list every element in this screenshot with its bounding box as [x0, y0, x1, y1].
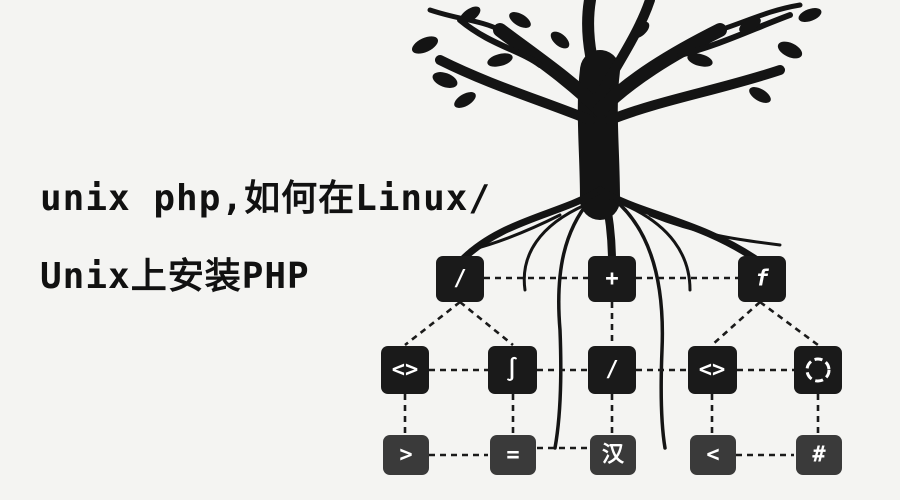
svg-text:<>: <> — [699, 358, 726, 383]
node-mid-2: ∫ — [488, 346, 537, 394]
node-bottom-3: 汉 — [590, 435, 636, 475]
node-mid-3: / — [588, 346, 636, 394]
node-bottom-5: # — [796, 435, 842, 475]
tree-leaves — [411, 6, 822, 108]
node-top-1: / — [436, 256, 484, 302]
svg-text:=: = — [506, 443, 519, 468]
svg-text:汉: 汉 — [602, 443, 625, 468]
title-line-1: unix php,如何在Linux/ — [40, 178, 492, 219]
flowchart-connectors — [403, 276, 820, 457]
node-bottom-2: = — [490, 435, 536, 475]
svg-text:>: > — [399, 443, 412, 468]
tree-roots — [456, 186, 782, 450]
svg-text:/: / — [605, 358, 618, 383]
node-top-3: f — [738, 256, 786, 302]
node-mid-1: <> — [381, 346, 429, 394]
title-line-2: Unix上安装PHP — [40, 256, 310, 297]
refresh-dashed-icon — [805, 357, 831, 383]
svg-text:<>: <> — [392, 358, 419, 383]
node-mid-5 — [794, 346, 842, 394]
article-title: unix php,如何在Linux/ Unix上安装PHP — [40, 160, 600, 316]
node-bottom-4: < — [690, 435, 736, 475]
svg-text:<: < — [706, 443, 719, 468]
svg-text:f: f — [755, 267, 769, 292]
svg-text:+: + — [605, 267, 618, 292]
node-top-2: + — [588, 256, 636, 302]
svg-text:∫: ∫ — [505, 357, 518, 383]
svg-text:#: # — [812, 443, 826, 468]
node-mid-4: <> — [688, 346, 737, 394]
svg-text:/: / — [453, 267, 466, 292]
tree-canopy — [427, 0, 803, 220]
node-bottom-1: > — [383, 435, 429, 475]
